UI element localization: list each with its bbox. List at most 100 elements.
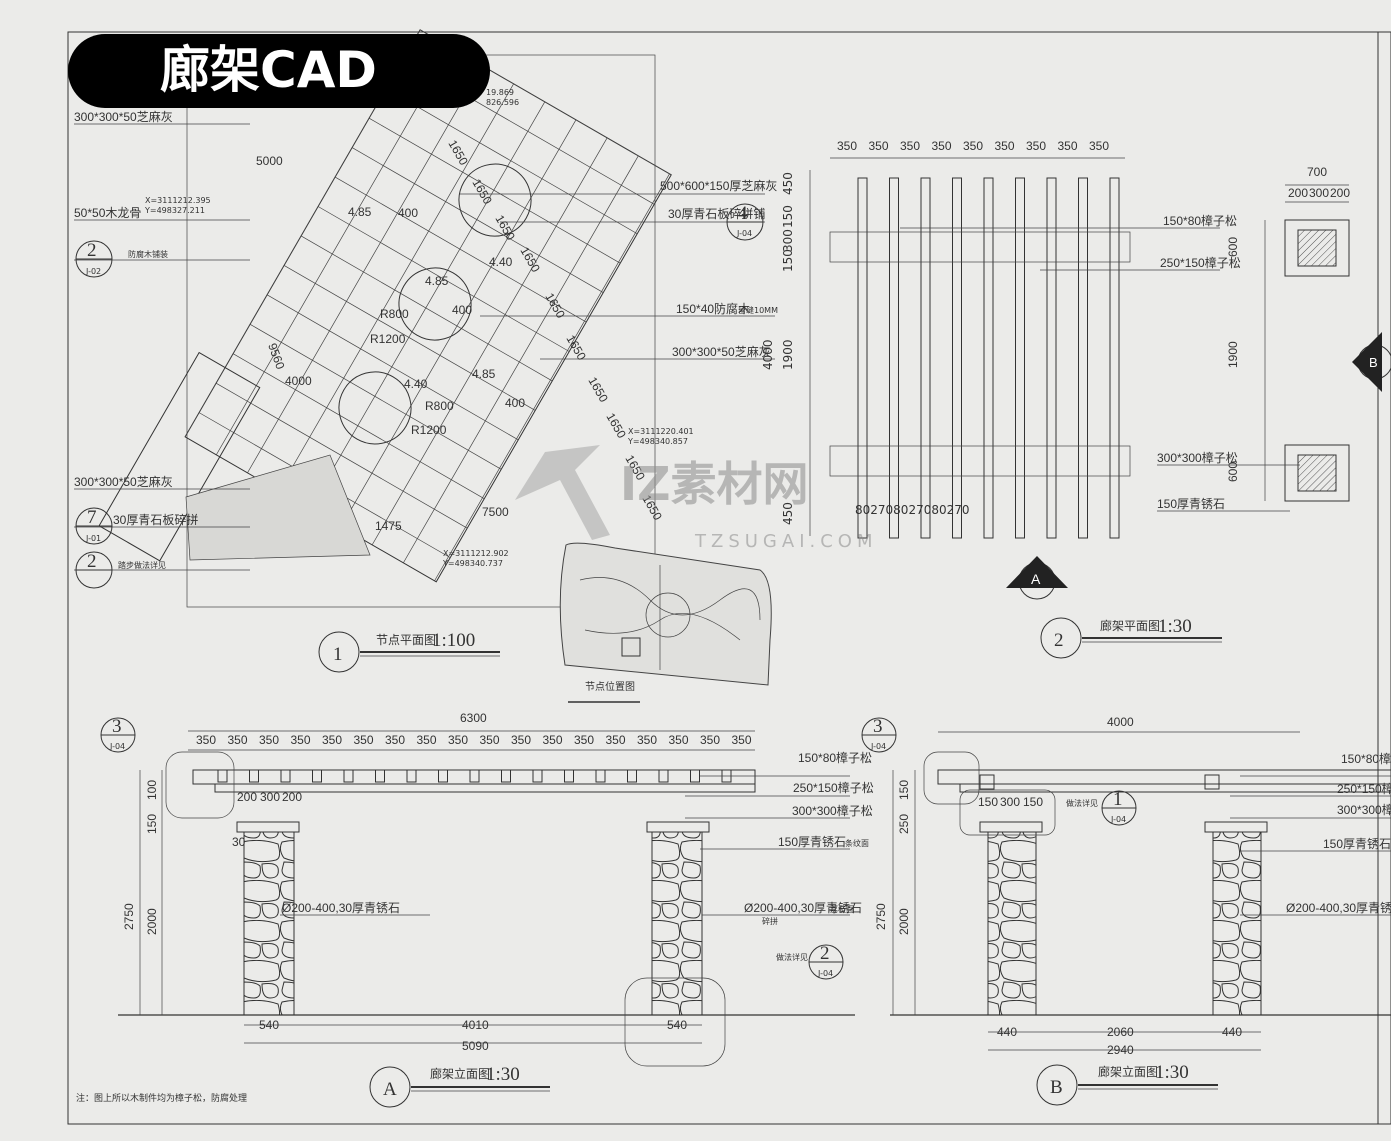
pergola-beam: [1078, 177, 1088, 539]
svg-text:荔枝面: 荔枝面: [830, 904, 854, 914]
section-marker-a: A: [1006, 556, 1068, 600]
svg-text:4010: 4010: [462, 1018, 489, 1032]
joist: [627, 769, 637, 783]
svg-text:150: 150: [145, 814, 159, 834]
dim-350: 350: [932, 139, 952, 153]
svg-text:节点平面图: 节点平面图: [376, 633, 436, 647]
dim-350: 350: [480, 733, 500, 747]
joist: [532, 769, 543, 783]
title-pergola-plan: 2 廊架平面图 1:30: [1040, 616, 1222, 659]
svg-text:30: 30: [232, 835, 246, 849]
dim-350: 350: [385, 733, 405, 747]
dim-350: 350: [448, 733, 468, 747]
dim-350: 350: [1058, 139, 1078, 153]
label-wood-right: 150*40防腐木: [676, 301, 750, 316]
svg-text:1: 1: [1113, 789, 1123, 810]
label-a-stone: Ø200-400,30厚青锈石: [744, 901, 862, 915]
svg-text:7: 7: [87, 507, 97, 528]
coord-top-1: 19.869: [486, 88, 514, 97]
dim-1650: 1650: [603, 411, 629, 441]
joist: [564, 769, 574, 783]
svg-text:廊架立面图: 廊架立面图: [430, 1066, 490, 1081]
dim-400a: 400: [452, 303, 472, 317]
svg-text:440: 440: [997, 1025, 1017, 1039]
section-marker-b: B: [1352, 332, 1391, 392]
dim-1650: 1650: [492, 213, 518, 243]
svg-text:B: B: [1050, 1077, 1063, 1098]
svg-text:600: 600: [1226, 237, 1240, 257]
title-node-plan: 1 节点平面图 1:100: [318, 630, 500, 673]
dim-r800: R800: [425, 399, 454, 413]
svg-text:1900: 1900: [781, 339, 795, 370]
label-b-stone: Ø200-400,30厚青锈石: [1286, 901, 1391, 915]
label-paving-1: 300*300*50芝麻灰: [74, 109, 173, 124]
svg-text:J-02: J-02: [85, 267, 101, 276]
dim-350: 350: [511, 733, 531, 747]
joist: [280, 769, 291, 783]
label-paving-right-3: 300*300*50芝麻灰: [672, 344, 771, 359]
svg-text:600: 600: [1226, 462, 1240, 482]
svg-text:100: 100: [145, 780, 159, 800]
svg-text:J-04: J-04: [736, 229, 752, 238]
dim-350: 350: [417, 733, 437, 747]
svg-text:A: A: [1031, 571, 1041, 587]
pergola-beam: [1109, 177, 1120, 539]
pergola-beam: [920, 177, 931, 539]
label-a-150: 150*80樟子松: [798, 750, 872, 765]
label-a-300: 300*300樟子松: [792, 803, 873, 818]
dim-9560: 9560: [265, 341, 287, 371]
dim-350: 350: [963, 139, 983, 153]
joist: [658, 769, 669, 783]
dim-400b: 400: [505, 396, 525, 410]
dim-1650: 1650: [563, 333, 589, 363]
svg-text:做法详见: 做法详见: [776, 952, 808, 962]
dim-350: 350: [732, 733, 752, 747]
svg-text:200: 200: [282, 790, 302, 804]
svg-text:2: 2: [87, 240, 97, 261]
svg-text:2060: 2060: [1107, 1025, 1134, 1039]
joist: [438, 769, 448, 783]
svg-text:1:30: 1:30: [486, 1064, 520, 1085]
dim-350: 350: [1026, 139, 1046, 153]
dim-350: 350: [637, 733, 657, 747]
svg-text:150: 150: [978, 795, 998, 809]
svg-text:J-04: J-04: [870, 742, 886, 751]
dim-350: 350: [322, 733, 342, 747]
coord-y1: Y=498327.211: [144, 206, 205, 215]
svg-text:1:30: 1:30: [1155, 1062, 1189, 1083]
dim-350: 350: [1089, 139, 1109, 153]
svg-text:700: 700: [1307, 165, 1327, 179]
svg-text:1:100: 1:100: [432, 630, 475, 651]
svg-text:A: A: [383, 1079, 397, 1100]
svg-text:节点位置图: 节点位置图: [585, 680, 635, 693]
svg-text:150: 150: [897, 780, 911, 800]
dim-r1200: R1200: [411, 423, 447, 437]
svg-text:廊架平面图: 廊架平面图: [1100, 618, 1160, 633]
svg-text:3: 3: [112, 716, 122, 737]
svg-text:4000: 4000: [761, 339, 775, 370]
label-stone: 30厚青石板碎拼: [113, 512, 198, 527]
label-a-250: 250*150樟子松: [793, 780, 874, 795]
joist: [375, 769, 385, 783]
svg-text:4000: 4000: [1107, 715, 1134, 729]
svg-text:J-04: J-04: [1110, 815, 1126, 824]
label-beam-150: 150*80樟子松: [1163, 213, 1237, 228]
svg-text:1900: 1900: [1226, 341, 1240, 368]
svg-text:2940: 2940: [1107, 1043, 1134, 1057]
svg-text:IZ素材网: IZ素材网: [620, 457, 808, 511]
svg-text:2: 2: [820, 943, 830, 964]
pergola-beam: [952, 177, 962, 539]
svg-text:200: 200: [237, 790, 257, 804]
dim-350: 350: [869, 139, 889, 153]
label-post-300: 300*300樟子松: [1157, 450, 1238, 465]
svg-text:440: 440: [1222, 1025, 1242, 1039]
joist: [249, 769, 259, 783]
label-b-250: 250*150樟子松: [1337, 781, 1391, 796]
title-elevation-b: B 廊架立面图 1:30: [1036, 1062, 1218, 1106]
svg-text:做法详见: 做法详见: [1066, 798, 1098, 808]
coord-x3: X=3111212.902: [443, 549, 509, 558]
callout-a-j04-b: 2 J-04 做法详见: [776, 943, 844, 980]
